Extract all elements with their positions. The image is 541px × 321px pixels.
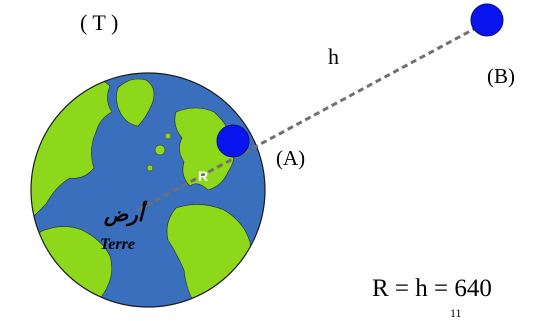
- satellite-b: [470, 3, 504, 37]
- land-island: [146, 164, 154, 172]
- formula-text-line2: 11: [450, 306, 462, 320]
- formula-text: R = h = 640: [372, 275, 492, 302]
- earth-arabic-label: أرض: [104, 202, 144, 226]
- land-island: [154, 144, 166, 156]
- point-b-label: (B): [487, 64, 515, 88]
- land-europe: [174, 107, 235, 191]
- earth-globe: [30, 72, 266, 308]
- earth-french-label: Terre: [100, 236, 135, 253]
- radius-label: R: [198, 168, 209, 184]
- point-a-label: (A): [276, 146, 306, 170]
- land-island: [164, 132, 172, 140]
- earth-tag-label: ( T ): [80, 10, 119, 35]
- earth-outline: [30, 72, 266, 308]
- satellite-a: [216, 124, 250, 158]
- radius-altitude-line: [137, 20, 488, 212]
- land-greenland: [116, 78, 155, 127]
- altitude-label: h: [328, 44, 339, 69]
